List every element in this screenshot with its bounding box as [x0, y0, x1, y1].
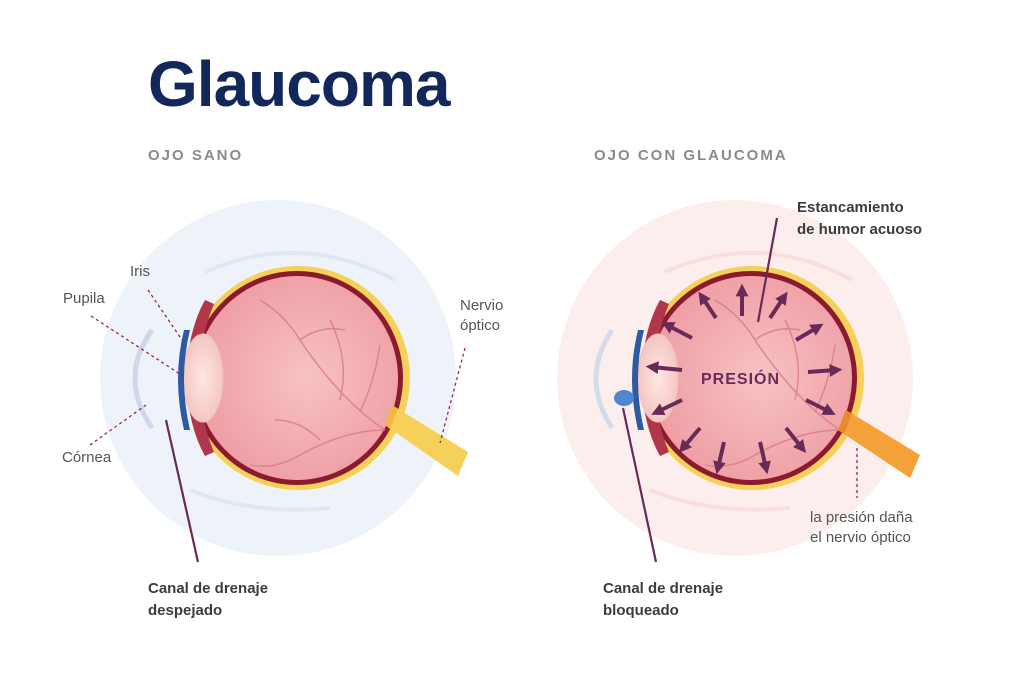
nerve-damage-line2: el nervio óptico — [810, 528, 913, 548]
lens-g — [638, 334, 678, 422]
drain-open-line1: Canal de drenaje — [148, 578, 268, 600]
glaucoma-eye-heading: OJO CON GLAUCOMA — [594, 147, 788, 164]
lens — [183, 334, 223, 422]
optic-nerve-label-line2: óptico — [460, 316, 503, 336]
healthy-eye-heading: OJO SANO — [148, 147, 243, 164]
optic-nerve-label-line1: Nervio — [460, 296, 503, 316]
drain-blocked-line2: bloqueado — [603, 600, 723, 622]
nerve-damage-label: la presión daña el nervio óptico — [810, 508, 913, 548]
stagnation-line1: Estancamiento — [797, 197, 922, 219]
stagnation-label: Estancamiento de humor acuoso — [797, 197, 922, 241]
nerve-damage-line1: la presión daña — [810, 508, 913, 528]
cornea-label: Córnea — [62, 448, 111, 468]
drain-open-label: Canal de drenaje despejado — [148, 578, 268, 622]
optic-nerve-label: Nervio óptico — [460, 296, 503, 336]
drain-open-line2: despejado — [148, 600, 268, 622]
iris-label: Iris — [130, 262, 150, 282]
drain-blocked-line1: Canal de drenaje — [603, 578, 723, 600]
pupila-label: Pupila — [63, 289, 105, 309]
pressure-label: PRESIÓN — [701, 371, 780, 389]
drain-blocked-label: Canal de drenaje bloqueado — [603, 578, 723, 622]
blocked-drain-blob — [614, 390, 634, 406]
pressure-arrow — [808, 370, 836, 372]
retina-interior — [196, 276, 398, 480]
stagnation-line2: de humor acuoso — [797, 219, 922, 241]
page-title: Glaucoma — [148, 52, 449, 116]
healthy-eye — [90, 200, 468, 562]
